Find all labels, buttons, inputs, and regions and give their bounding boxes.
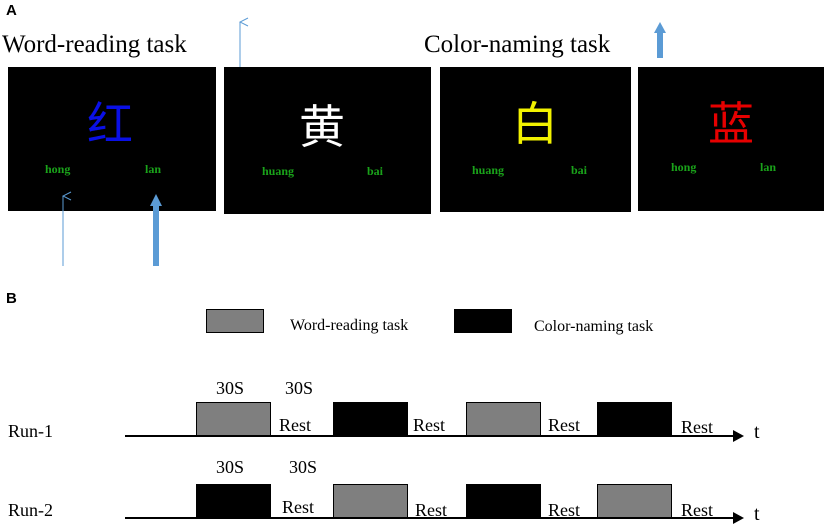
color-naming-task-title: Color-naming task [424, 31, 611, 58]
thick-arrow-up-icon [654, 22, 666, 58]
pinyin-left: huang [262, 164, 295, 178]
panel-b-label: B [6, 290, 17, 307]
stimulus-character: 蓝 [708, 97, 754, 151]
word-reading-block [333, 484, 408, 518]
run-1-label: Run-1 [8, 421, 53, 441]
word-reading-task-title: Word-reading task [2, 31, 187, 58]
response-arrows [0, 0, 666, 266]
rest-label: Rest [548, 500, 581, 520]
color-naming-block [466, 484, 541, 518]
block-duration-label: 30S [216, 378, 245, 398]
stimulus-screen-2: 黄 huang bai [224, 67, 431, 214]
time-axis-label: t [754, 421, 760, 443]
time-axis-label: t [754, 503, 760, 525]
stimulus-character: 黄 [299, 100, 345, 154]
rest-duration-label: 30S [285, 378, 314, 398]
stimulus-screen-4: 蓝 hong lan [638, 67, 824, 211]
rest-label: Rest [282, 497, 315, 517]
legend-label-word-reading: Word-reading task [290, 317, 409, 334]
stimulus-screen-1: 红 hong lan [8, 67, 216, 211]
run-2-label: Run-2 [8, 500, 53, 520]
block-duration-label: 30S [216, 457, 245, 477]
color-naming-block [196, 484, 271, 518]
color-naming-block [333, 402, 408, 436]
pinyin-left: huang [472, 163, 505, 177]
rest-duration-label: 30S [289, 457, 318, 477]
word-reading-block [466, 402, 541, 436]
axis-arrowhead-icon [733, 430, 744, 442]
stimulus-screen-3: 白 huang bai [440, 67, 631, 212]
panel-a-label: A [6, 2, 17, 19]
pinyin-right: bai [367, 164, 384, 178]
pinyin-left: hong [671, 160, 697, 174]
pinyin-right: lan [145, 162, 162, 176]
axis-arrowhead-icon [733, 512, 744, 524]
color-naming-block [597, 402, 672, 436]
rest-label: Rest [413, 415, 446, 435]
word-reading-block [196, 402, 271, 436]
rest-label: Rest [681, 417, 714, 437]
legend-swatch-color-naming [454, 309, 512, 333]
rest-label: Rest [548, 415, 581, 435]
legend-swatch-word-reading [206, 309, 264, 333]
pinyin-right: bai [571, 163, 588, 177]
stimulus-character: 红 [87, 97, 133, 151]
rest-label: Rest [279, 415, 312, 435]
rest-label: Rest [681, 500, 714, 520]
pinyin-right: lan [760, 160, 777, 174]
word-reading-block [597, 484, 672, 518]
stimulus-character: 白 [512, 97, 558, 151]
legend-label-color-naming: Color-naming task [534, 318, 654, 335]
pinyin-left: hong [45, 162, 71, 176]
rest-label: Rest [415, 500, 448, 520]
thick-arrow-up-icon [150, 194, 162, 266]
